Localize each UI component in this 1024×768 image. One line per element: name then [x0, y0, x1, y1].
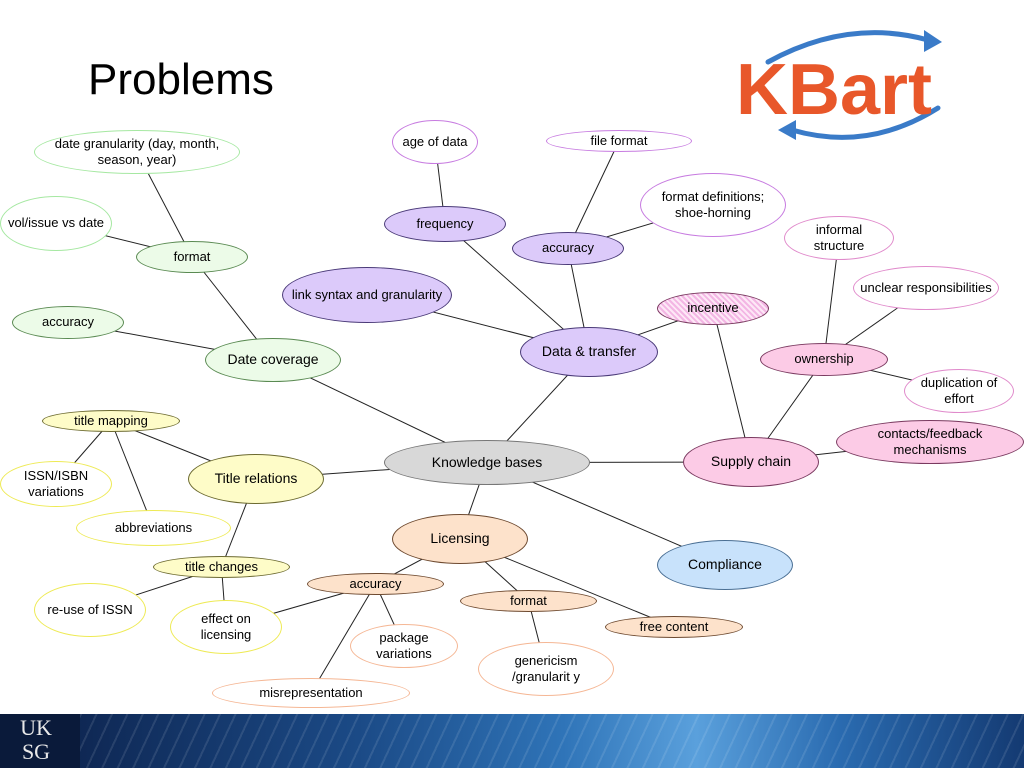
footer-banner: UK SG	[0, 714, 1024, 768]
node-accuracy-data[interactable]: accuracy	[512, 232, 624, 265]
node-effect-licensing[interactable]: effect on licensing	[170, 600, 282, 654]
node-unclear-responsibilities[interactable]: unclear responsibilities	[853, 266, 999, 310]
node-free-content[interactable]: free content	[605, 616, 743, 638]
uksg-logo-box: UK SG	[0, 714, 80, 768]
kbart-logo: KBart	[728, 22, 974, 151]
node-date-granularity[interactable]: date granularity (day, month, season, ye…	[34, 130, 240, 174]
node-format-date[interactable]: format	[136, 241, 248, 273]
node-link-syntax[interactable]: link syntax and granularity	[282, 267, 452, 323]
node-informal-structure[interactable]: informal structure	[784, 216, 894, 260]
node-ownership[interactable]: ownership	[760, 343, 888, 376]
node-date-coverage[interactable]: Date coverage	[205, 338, 341, 382]
node-title-mapping[interactable]: title mapping	[42, 410, 180, 432]
node-abbreviations[interactable]: abbreviations	[76, 510, 231, 546]
node-incentive[interactable]: incentive	[657, 292, 769, 325]
node-licensing[interactable]: Licensing	[392, 514, 528, 564]
node-contacts-feedback[interactable]: contacts/feedback mechanisms	[836, 420, 1024, 464]
node-age-of-data[interactable]: age of data	[392, 120, 478, 164]
node-accuracy-date[interactable]: accuracy	[12, 306, 124, 339]
node-reuse-issn[interactable]: re-use of ISSN	[34, 583, 146, 637]
link-accuracy_data-file_format	[567, 140, 620, 249]
slide-title: Problems	[88, 55, 274, 104]
node-issn-isbn[interactable]: ISSN/ISBN variations	[0, 461, 112, 507]
node-package-variations[interactable]: package variations	[350, 624, 458, 668]
node-format-definitions[interactable]: format definitions; shoe-horning	[640, 173, 786, 237]
link-accuracy_lic-misrepresentation	[310, 583, 376, 694]
node-format-licensing[interactable]: format	[460, 590, 597, 612]
node-accuracy-licensing[interactable]: accuracy	[307, 573, 444, 595]
node-data-transfer[interactable]: Data & transfer	[520, 327, 658, 377]
kbart-logo-text: KBart	[736, 50, 932, 130]
node-file-format[interactable]: file format	[546, 130, 692, 152]
node-duplication-effort[interactable]: duplication of effort	[904, 369, 1014, 413]
node-compliance[interactable]: Compliance	[657, 540, 793, 590]
node-title-relations[interactable]: Title relations	[188, 454, 324, 504]
uksg-logo-line1: UK	[20, 715, 52, 740]
node-supply-chain[interactable]: Supply chain	[683, 437, 819, 487]
node-misrepresentation[interactable]: misrepresentation	[212, 678, 410, 708]
node-title-changes[interactable]: title changes	[153, 556, 290, 578]
node-knowledge-bases[interactable]: Knowledge bases	[384, 440, 590, 485]
node-vol-issue[interactable]: vol/issue vs date	[0, 196, 112, 251]
node-genericism[interactable]: genericism /granularit y	[478, 642, 614, 696]
uksg-logo-line2: SG	[21, 739, 51, 764]
node-frequency[interactable]: frequency	[384, 206, 506, 242]
uksg-logo: UK SG	[8, 716, 64, 766]
